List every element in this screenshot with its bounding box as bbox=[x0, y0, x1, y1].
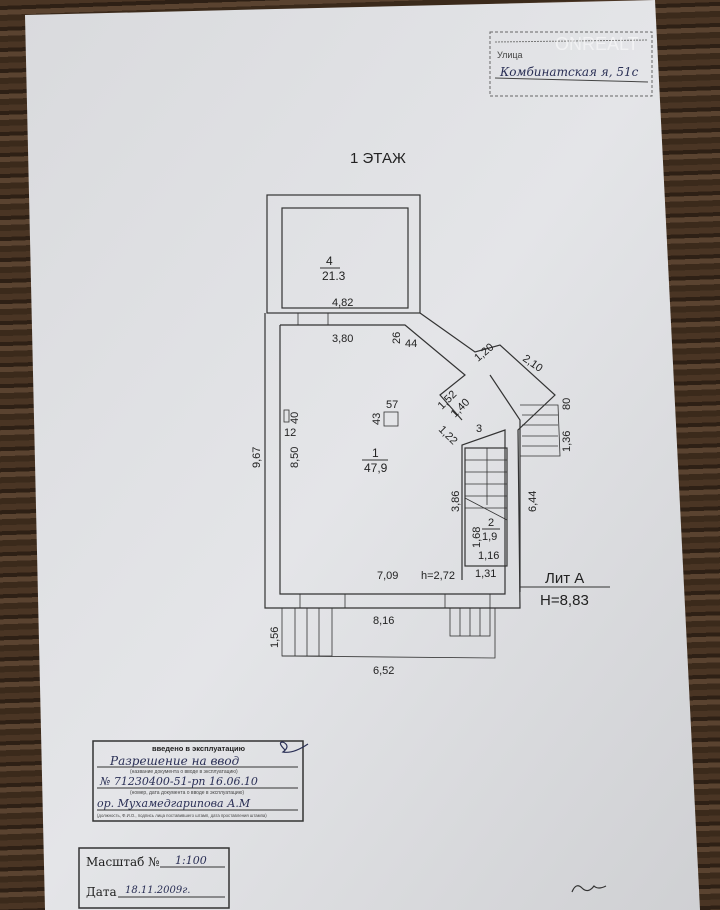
dim-label: 9,67 bbox=[251, 447, 263, 468]
dim-label: 6,52 bbox=[373, 665, 394, 677]
room-2-area: 1,9 bbox=[482, 531, 497, 543]
dim-label: 1,31 bbox=[475, 568, 496, 580]
address-stamp: Улица Комбинатская я, 51с ONREALT bbox=[489, 31, 653, 97]
dim-label: 80 bbox=[561, 398, 573, 410]
room-4-area: 21.3 bbox=[322, 269, 346, 283]
scale-value: 1:100 bbox=[175, 854, 207, 867]
stamp-header: введено в эксплуатацию bbox=[152, 744, 246, 753]
dim-label: 1,68 bbox=[471, 527, 483, 548]
stamp-signer: ор. Мухамедгарипова А.М bbox=[97, 797, 251, 810]
room-4-number: 4 bbox=[326, 254, 333, 268]
dim-label: 3,80 bbox=[332, 333, 353, 345]
paper-sheet bbox=[25, 0, 700, 910]
ceiling-height: h=2,72 bbox=[421, 570, 455, 582]
lit-label: Лит А bbox=[545, 570, 584, 587]
dim-label: 1,16 bbox=[478, 550, 499, 562]
signature-mark bbox=[279, 741, 309, 753]
stamp-caption: (название документа о вводе в эксплуатац… bbox=[130, 769, 238, 775]
dim-label: 57 bbox=[386, 399, 398, 411]
dim-label: 4,82 bbox=[332, 297, 353, 309]
stamp-doc-name: Разрешение на ввод bbox=[109, 754, 240, 768]
dim-label: 12 bbox=[284, 427, 296, 439]
date-value: 18.11.2009г. bbox=[125, 885, 191, 896]
floor-title: 1 ЭТАЖ bbox=[350, 150, 406, 167]
stamp-caption: (должность, Ф.И.О., подпись лица постави… bbox=[97, 813, 267, 818]
room-2-number: 2 bbox=[488, 517, 494, 529]
stamp-caption: (номер, дата документа о вводе в эксплуа… bbox=[130, 790, 244, 796]
floor-plan bbox=[264, 194, 561, 659]
dim-label: 1,36 bbox=[561, 431, 573, 452]
watermark: ONREALT bbox=[555, 34, 639, 54]
street-label: Улица bbox=[497, 50, 523, 60]
room-labels: 4 21.3 1 47,9 2 1,9 3 bbox=[320, 254, 500, 543]
dim-label: 8,16 bbox=[373, 615, 394, 627]
dim-label: 44 bbox=[405, 338, 417, 350]
room-1-number: 1 bbox=[372, 446, 379, 460]
room-3-number: 3 bbox=[476, 423, 482, 435]
stamp-doc-number: № 71230400-51-рп 16.06.10 bbox=[99, 775, 258, 788]
street-address: Комбинатская я, 51с bbox=[499, 65, 639, 79]
dim-label: 3,86 bbox=[450, 491, 462, 512]
dim-label: 6,44 bbox=[527, 491, 539, 512]
dim-label: 40 bbox=[289, 412, 301, 424]
total-height: H=8,83 bbox=[540, 592, 589, 609]
room-1-area: 47,9 bbox=[364, 461, 388, 475]
dim-label: 7,09 bbox=[377, 570, 398, 582]
signature-bottom bbox=[571, 885, 607, 893]
commissioning-stamp: введено в эксплуатацию Разрешение на вво… bbox=[92, 740, 309, 822]
date-label: Дата bbox=[86, 885, 117, 899]
dimension-labels: 4,82 3,80 26 44 1,20 2,10 80 1,36 1,52 1… bbox=[251, 297, 573, 677]
dim-label: 26 bbox=[391, 332, 403, 344]
dim-label: 43 bbox=[371, 413, 383, 425]
dim-label: 1,56 bbox=[269, 627, 281, 648]
dim-label: 8,50 bbox=[289, 447, 301, 468]
scale-box: Масштаб № 1:100 Дата 18.11.2009г. bbox=[78, 847, 230, 909]
scale-label: Масштаб № bbox=[86, 855, 160, 869]
